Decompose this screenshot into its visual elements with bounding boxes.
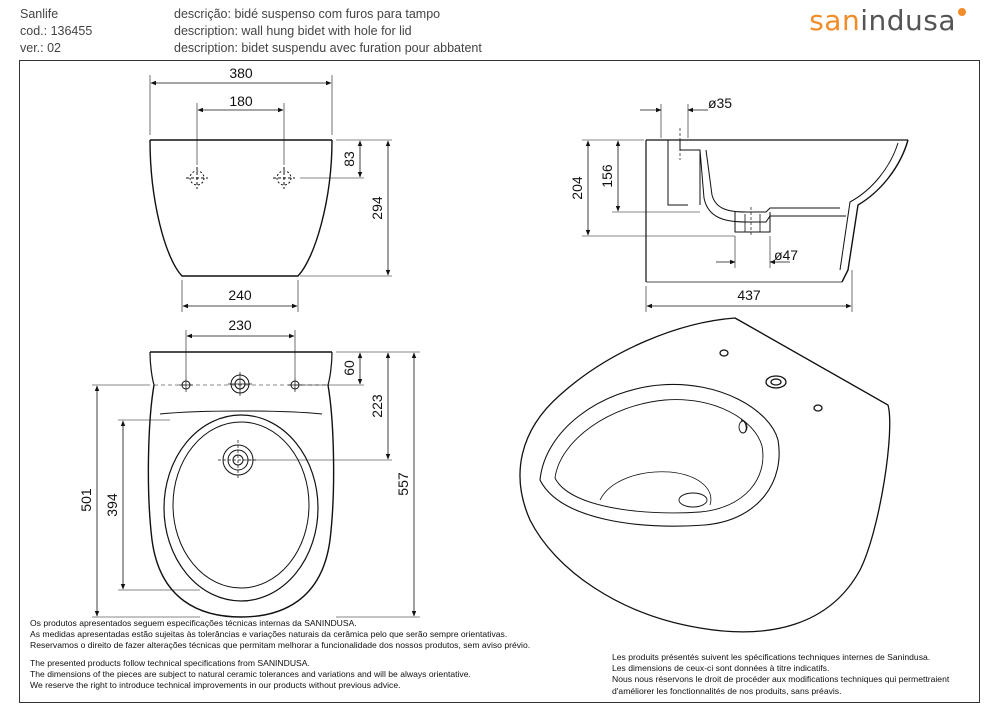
top-hole-left-icon [179,378,193,392]
drawing-frame [19,60,980,703]
front-view [149,75,392,312]
dim-top-holes: 230 [228,317,252,333]
note-line: The dimensions of the pieces are subject… [30,668,471,679]
dim-top-center: 223 [369,394,385,418]
brand-logo: sanindusa [809,4,956,37]
top-view [92,330,420,618]
dim-front-base: 240 [228,287,252,303]
logo-part-san: san [809,4,861,37]
description-pt: descrição: bidé suspenso com furos para … [174,7,441,21]
product-version: ver.: 02 [20,41,61,55]
notes-fr: Les produits présentés suivent les spéci… [612,652,949,697]
front-hole-right-icon [273,167,295,189]
product-descriptions: descrição: bidé suspenso com furos para … [174,6,482,57]
top-hole-right-icon [288,378,302,392]
dim-side-hole-diameter: ø35 [708,95,732,111]
dim-side-drain-diameter: ø47 [774,247,798,263]
product-info: Sanlife cod.: 136455 ver.: 02 [20,6,92,57]
dim-top-hole-offset: 60 [341,360,357,376]
note-line: The presented products follow technical … [30,657,310,668]
dim-side-depth: 437 [737,287,761,303]
top-hole-center-icon [228,372,252,396]
dim-front-holes: 180 [229,93,253,109]
front-hole-left-icon [186,167,208,189]
product-code: cod.: 136455 [20,24,93,38]
note-line: Reservamos o direito de fazer alterações… [30,640,531,651]
dim-front-height: 294 [369,196,385,220]
note-line: Les produits présentés suivent les spéci… [612,652,931,662]
side-section-view [582,104,909,312]
dim-top-total-length: 557 [395,472,411,496]
description-fr: description: bidet suspendu avec furatio… [174,41,482,55]
dimension-labels: 380 180 83 294 240 230 60 223 557 501 39… [78,65,798,517]
note-line: As medidas apresentadas estão sujeitas à… [30,629,508,640]
dim-side-outlet-height: 156 [599,164,615,188]
dim-front-hole-depth: 83 [341,151,357,167]
logo-part-indusa: indusa [860,4,956,37]
note-line: Nous nous réservons le droit de procéder… [612,674,950,685]
dim-top-inner-length: 501 [78,488,94,512]
note-line: d'améliorer les fonctionnalités de nos p… [612,685,842,696]
perspective-view [519,317,891,633]
notes-pt-en: Os produtos apresentados seguem especifi… [30,618,530,691]
note-line: We reserve the right to introduce techni… [30,680,401,691]
note-line: Os produtos apresentados seguem especifi… [30,618,357,628]
description-en: description: wall hung bidet with hole f… [174,24,412,38]
dim-front-width: 380 [229,65,253,81]
logo-sun-icon [958,8,966,16]
product-name: Sanlife [20,7,59,21]
dim-side-height: 204 [569,176,585,200]
dim-top-bowl-length: 394 [104,493,120,517]
note-line: Les dimensions de ceux-ci sont données à… [612,663,830,674]
